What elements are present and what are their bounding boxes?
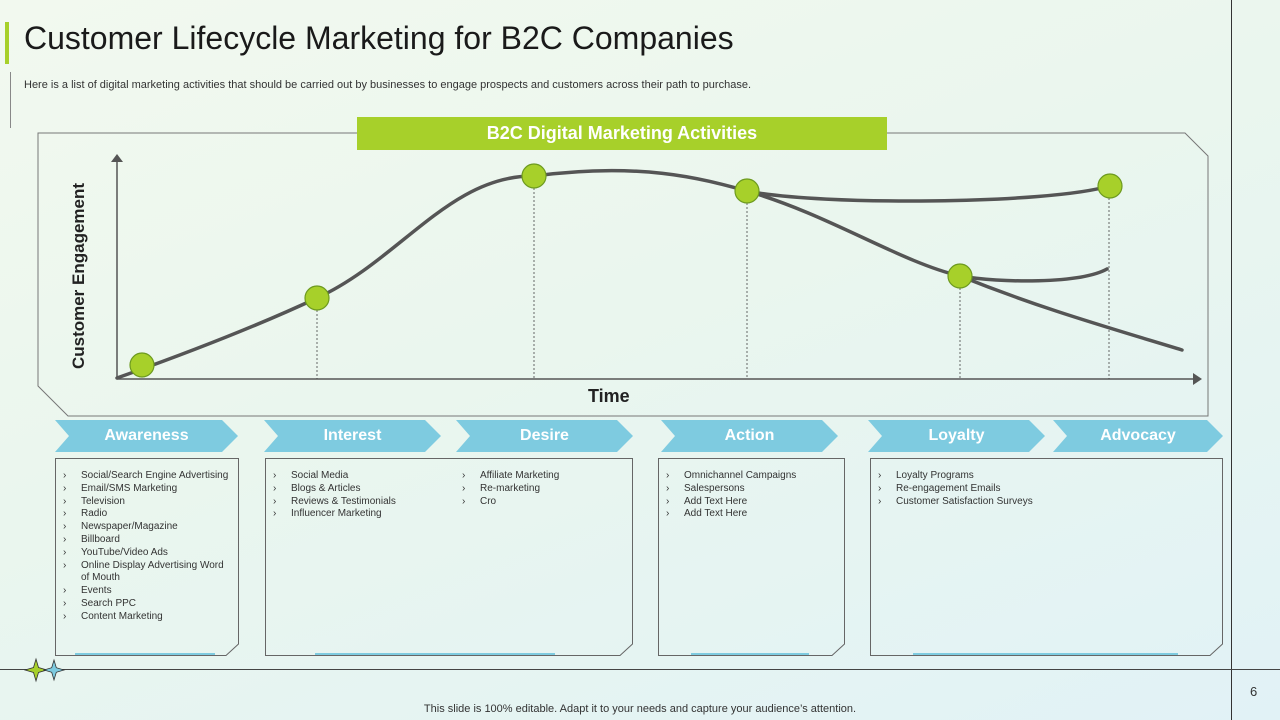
diagram-header: B2C Digital Marketing Activities	[357, 117, 887, 150]
stage-markers	[129, 163, 1123, 378]
title-divider	[10, 72, 11, 128]
list-item: Events	[63, 585, 233, 598]
list-item: Cro	[462, 496, 627, 509]
right-margin-line	[1231, 0, 1232, 720]
list-item: Online Display Advertising Word of Mouth	[63, 560, 233, 586]
panel-frame	[265, 458, 633, 656]
stage-awareness: Awareness	[55, 420, 238, 452]
list-item: Re-marketing	[462, 483, 627, 496]
stage-marker-awareness	[129, 352, 155, 378]
list-item: Radio	[63, 508, 233, 521]
panel-frame	[870, 458, 1223, 656]
list-item: Social/Search Engine Advertising	[63, 470, 233, 483]
stage-marker-action	[734, 178, 760, 204]
stage-loyalty: Loyalty	[868, 420, 1045, 452]
x-axis-arrow	[1193, 373, 1202, 385]
action-activity-list: Omnichannel Campaigns Salespersons Add T…	[666, 470, 838, 521]
list-item: Salespersons	[666, 483, 838, 496]
title-accent-bar	[5, 22, 9, 64]
panel-loyalty-advocacy: Loyalty Programs Re-engagement Emails Cu…	[870, 458, 1223, 656]
stage-advocacy: Advocacy	[1053, 420, 1223, 452]
interest-activity-list: Social Media Blogs & Articles Reviews & …	[273, 470, 448, 521]
sparkle-icon	[24, 657, 66, 683]
awareness-activity-list: Social/Search Engine Advertising Email/S…	[63, 470, 233, 624]
list-item: Search PPC	[63, 598, 233, 611]
list-item: Reviews & Testimonials	[273, 496, 448, 509]
list-item: Add Text Here	[666, 508, 838, 521]
panel-frame	[55, 458, 239, 656]
list-item: Affiliate Marketing	[462, 470, 627, 483]
stage-marker-advocacy	[1097, 173, 1123, 199]
desire-activity-list: Affiliate Marketing Re-marketing Cro	[462, 470, 627, 508]
stage-guide-lines	[316, 176, 1110, 379]
list-item: Customer Satisfaction Surveys	[878, 496, 1208, 509]
y-axis-arrow	[111, 154, 123, 162]
stage-marker-interest	[304, 285, 330, 311]
list-item: Loyalty Programs	[878, 470, 1208, 483]
list-item: Omnichannel Campaigns	[666, 470, 838, 483]
list-item: Social Media	[273, 470, 448, 483]
x-axis-label: Time	[588, 386, 630, 406]
stage-interest: Interest	[264, 420, 441, 452]
panel-underline	[913, 653, 1178, 655]
list-item: YouTube/Video Ads	[63, 547, 233, 560]
panel-action: Omnichannel Campaigns Salespersons Add T…	[658, 458, 845, 656]
list-item: Email/SMS Marketing	[63, 483, 233, 496]
engagement-curve	[115, 168, 1184, 380]
stage-desire: Desire	[456, 420, 633, 452]
panel-underline	[315, 653, 555, 655]
panel-underline	[691, 653, 809, 655]
footer-note: This slide is 100% editable. Adapt it to…	[423, 703, 857, 715]
panel-awareness: Social/Search Engine Advertising Email/S…	[55, 458, 239, 656]
list-item: Add Text Here	[666, 496, 838, 509]
page-number: 6	[1250, 684, 1258, 699]
panel-interest-desire: Social Media Blogs & Articles Reviews & …	[265, 458, 633, 656]
page-subtitle: Here is a list of digital marketing acti…	[24, 79, 751, 91]
list-item: Re-engagement Emails	[878, 483, 1208, 496]
list-item: Content Marketing	[63, 611, 233, 624]
stage-action: Action	[661, 420, 838, 452]
advocacy-branch-curve	[745, 184, 1111, 203]
loyalty-activity-list: Loyalty Programs Re-engagement Emails Cu…	[878, 470, 1208, 508]
stage-marker-desire	[521, 163, 547, 189]
list-item: Television	[63, 496, 233, 509]
bottom-divider	[0, 669, 1280, 670]
page-title: Customer Lifecycle Marketing for B2C Com…	[24, 20, 734, 56]
loyalty-branch-curve	[958, 267, 1109, 283]
diagram-frame	[37, 132, 1209, 417]
panel-underline	[75, 653, 215, 655]
y-axis-label: Customer Engagement	[69, 182, 88, 370]
list-item: Blogs & Articles	[273, 483, 448, 496]
list-item: Billboard	[63, 534, 233, 547]
panel-frame	[658, 458, 845, 656]
stage-marker-loyalty	[947, 263, 973, 289]
list-item: Newspaper/Magazine	[63, 521, 233, 534]
list-item: Influencer Marketing	[273, 508, 448, 521]
